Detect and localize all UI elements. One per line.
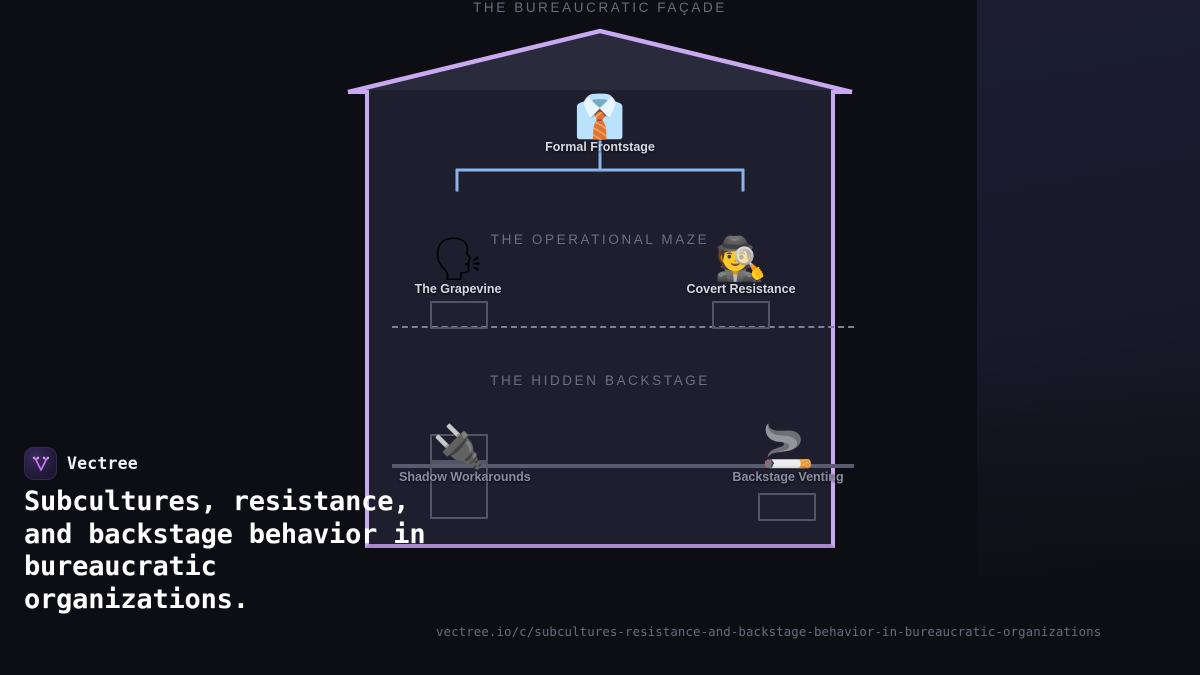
divider-facade-maze <box>392 326 854 328</box>
vectree-logo-icon <box>24 447 57 480</box>
speaking-head-emoji-icon: 🗣 <box>431 235 485 282</box>
formal-hierarchy-connector <box>455 140 745 192</box>
detective-emoji-icon: 🕵 <box>714 235 768 282</box>
page-url: vectree.io/c/subcultures-resistance-and-… <box>436 624 1102 639</box>
divider-maze-backstage <box>392 464 854 468</box>
node-detail-box-grapevine <box>430 301 488 329</box>
node-covert-resistance[interactable]: 🕵 Covert Resistance <box>681 235 801 297</box>
node-label-formal-frontstage: Formal Frontstage <box>545 140 655 154</box>
electric-plug-emoji-icon: 🔌 <box>432 423 486 470</box>
node-label-shadow-workarounds: Shadow Workarounds <box>399 470 531 484</box>
brand-name: Vectree <box>67 454 138 473</box>
vectree-v-tree-glyph <box>32 456 49 471</box>
floor-label-facade: THE BUREAUCRATIC FAÇADE <box>473 0 727 15</box>
node-detail-box-venting <box>758 493 816 521</box>
node-label-covert-resistance: Covert Resistance <box>686 282 796 296</box>
node-detail-box-shadow-top <box>430 434 488 462</box>
node-shadow-workarounds[interactable]: 🔌 Shadow Workarounds <box>399 423 531 485</box>
necktie-shirt-emoji-icon: 👔 <box>573 93 627 140</box>
node-the-grapevine[interactable]: 🗣 The Grapevine <box>398 235 518 297</box>
node-detail-box-shadow-bottom <box>430 462 488 519</box>
node-formal-frontstage[interactable]: 👔 Formal Frontstage <box>540 93 660 155</box>
brand: Vectree <box>24 447 138 480</box>
node-label-the-grapevine: The Grapevine <box>414 282 502 296</box>
floor-label-maze: THE OPERATIONAL MAZE <box>490 232 710 247</box>
node-label-backstage-venting: Backstage Venting <box>732 470 844 484</box>
node-backstage-venting[interactable]: 🚬 Backstage Venting <box>728 423 848 485</box>
cigarette-emoji-icon: 🚬 <box>761 423 815 470</box>
floor-label-backstage: THE HIDDEN BACKSTAGE <box>490 373 710 388</box>
node-detail-box-covert <box>712 301 770 329</box>
house-roof <box>347 28 853 95</box>
page-title: Subcultures, resistance, and backstage b… <box>24 486 426 615</box>
